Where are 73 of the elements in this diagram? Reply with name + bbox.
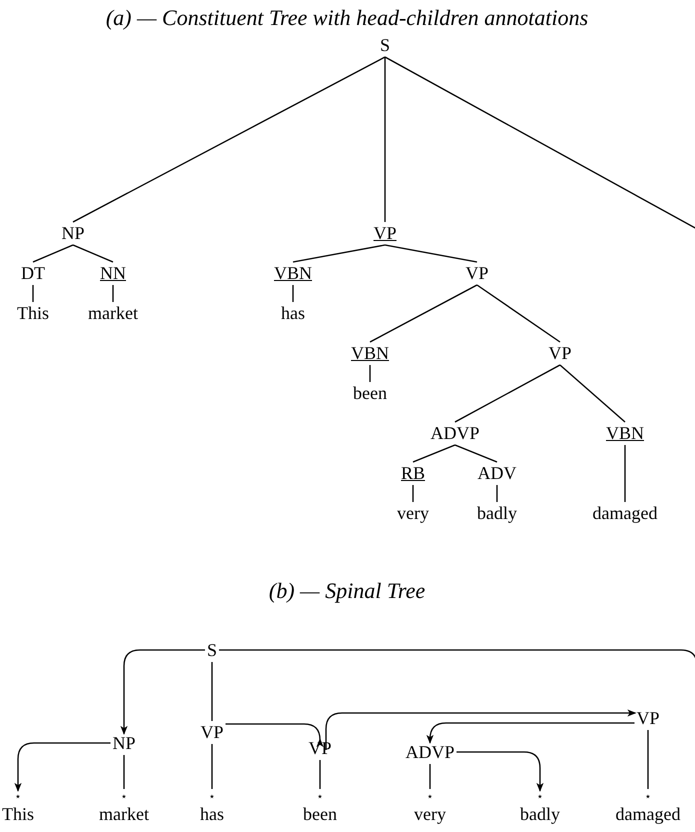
- tree-node-label: This: [17, 303, 49, 323]
- tree-branch: [292, 285, 294, 302]
- tree-node-label: ADV: [478, 463, 516, 483]
- curved-arrow: [456, 751, 544, 792]
- tree-branch: [112, 285, 114, 302]
- tree-node-label: RB: [401, 463, 425, 483]
- tree-node-label: badly: [477, 503, 517, 523]
- star-mark: ⋆: [536, 790, 544, 804]
- word-label: very: [414, 804, 446, 824]
- tree-branch: [370, 284, 478, 343]
- word-label: been: [303, 804, 337, 824]
- tree-node-label: DT: [21, 263, 45, 283]
- tree-branch: [292, 244, 386, 263]
- tree-branch: [211, 744, 213, 789]
- tree-branch: [319, 760, 321, 789]
- tree-branch: [72, 56, 386, 223]
- curved-arrow: [426, 722, 634, 744]
- tree-branch: [429, 764, 431, 789]
- tree-node-label: VP: [636, 708, 660, 728]
- star-mark: ⋆: [14, 790, 22, 804]
- curved-arrow: [226, 723, 324, 748]
- tree-branch: [476, 284, 560, 343]
- tree-node-label: NP: [112, 733, 136, 753]
- tree-branch: [384, 57, 386, 222]
- tree-node-label: ADVP: [430, 423, 480, 443]
- star-mark: ⋆: [426, 790, 434, 804]
- tree-branch: [369, 365, 371, 382]
- tree-branch: [454, 364, 560, 423]
- tree-branch: [624, 445, 626, 502]
- star-mark: ⋆: [120, 790, 128, 804]
- tree-node-label: has: [281, 303, 305, 323]
- tree-branch: [123, 755, 125, 789]
- tree-node-label: very: [397, 503, 429, 523]
- tree-node-label: VP: [374, 223, 396, 243]
- tree-node-label: VBN: [274, 263, 312, 283]
- tree-node-label: been: [353, 383, 387, 403]
- tree-node-label: S: [380, 35, 390, 55]
- tree-branch: [72, 244, 114, 263]
- tree-node-label: VP: [200, 722, 224, 742]
- tree-branch: [32, 285, 34, 302]
- star-mark: ⋆: [316, 790, 324, 804]
- subfigure-title: (b) — Spinal Tree: [268, 578, 426, 604]
- tree-node-label: NN: [100, 263, 126, 283]
- tree-node-label: VBN: [606, 423, 644, 443]
- tree-branch: [454, 444, 498, 463]
- tree-node-label: market: [88, 303, 138, 323]
- curved-arrow: [325, 709, 636, 750]
- tree-branch: [412, 444, 456, 463]
- word-label: badly: [520, 804, 560, 824]
- tree-node-label: VBN: [351, 343, 389, 363]
- tree-node-label: damaged: [592, 503, 658, 523]
- word-label: has: [200, 804, 224, 824]
- tree-branch: [384, 244, 478, 263]
- tree-branch: [412, 485, 414, 502]
- tree-node-label: NP: [62, 223, 84, 243]
- star-mark: ⋆: [644, 790, 652, 804]
- subfigure-title: (a) — Constituent Tree with head-children annotations: [106, 5, 588, 31]
- tree-branch: [32, 244, 74, 263]
- tree-branch: [496, 485, 498, 502]
- star-mark: ⋆: [208, 790, 216, 804]
- word-label: damaged: [616, 804, 680, 824]
- tree-node-label: VP: [548, 343, 572, 363]
- tree-node-label: VP: [466, 263, 488, 283]
- tree-branch: [384, 56, 695, 230]
- word-label: This: [2, 804, 34, 824]
- tree-branch: [560, 364, 626, 422]
- word-label: market: [99, 804, 149, 824]
- tree-node-label: ADVP: [406, 742, 454, 762]
- tree-branch: [211, 662, 213, 721]
- curved-arrow: [120, 649, 205, 735]
- tree-node-label: S: [207, 640, 217, 660]
- tree-branch: [647, 730, 649, 789]
- curved-arrow: [14, 742, 110, 792]
